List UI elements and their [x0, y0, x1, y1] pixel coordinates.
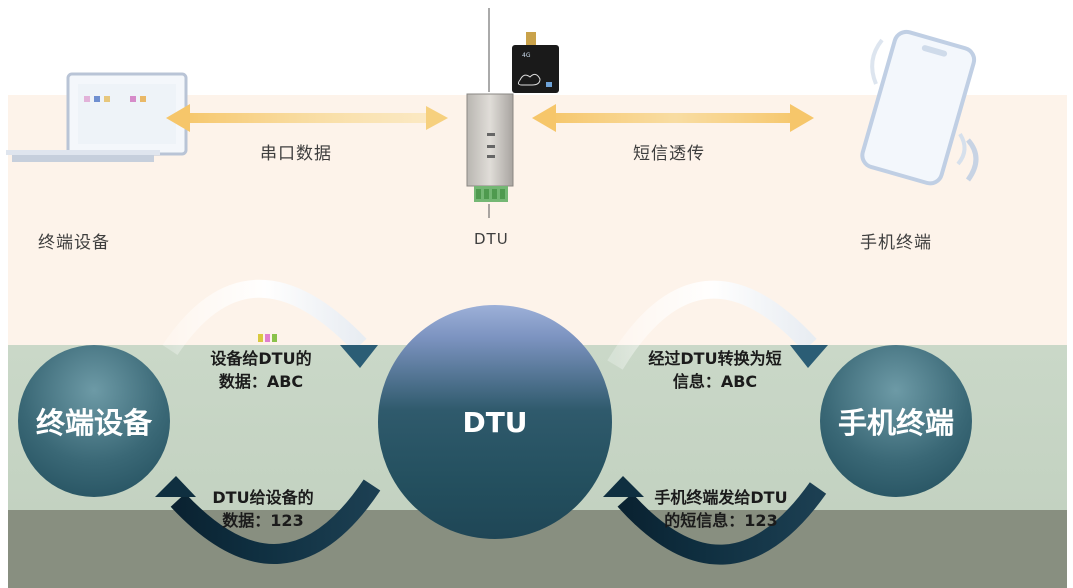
annotation-device-to-dtu: 设备给DTU的 数据：ABC	[196, 347, 326, 393]
annotation-dtu-to-device: DTU给设备的 数据：123	[198, 486, 328, 532]
left-edge	[0, 95, 8, 588]
phone-terminal-circle-label: 手机终端	[837, 406, 954, 440]
dtu-label: DTU	[474, 230, 509, 248]
sms-transparent-arrow	[532, 104, 814, 132]
right-edge	[1067, 95, 1073, 588]
annotation-line: 设备给DTU的	[210, 349, 312, 368]
annotation-line: 数据：ABC	[218, 372, 304, 391]
laptop-icon	[6, 72, 188, 162]
annotation-line: 信息：ABC	[672, 372, 758, 391]
arrow-phone-to-dtu	[603, 476, 827, 565]
svg-text:4G: 4G	[522, 52, 531, 59]
annotation-line: 手机终端发给DTU	[654, 488, 788, 507]
phone-terminal-label: 手机终端	[860, 233, 932, 253]
annotation-line: DTU给设备的	[212, 488, 314, 507]
terminal-device-circle: 终端设备	[18, 345, 170, 497]
annotation-line: 数据：123	[222, 511, 304, 530]
arrow-dtu-to-device	[155, 476, 381, 564]
dtu-circle-label: DTU	[462, 405, 528, 439]
artifact-icon	[258, 334, 277, 342]
annotation-phone-to-dtu: 手机终端发给DTU 的短信息：123	[636, 486, 806, 532]
annotation-dtu-to-phone: 经过DTU转换为短 信息：ABC	[632, 347, 798, 393]
dtu-device-icon	[466, 93, 514, 202]
dtu-circle: DTU	[378, 305, 612, 539]
gsm-module-icon: 4G	[512, 32, 559, 93]
serial-data-arrow	[166, 104, 448, 132]
arrow-dtu-to-phone	[607, 280, 828, 370]
terminal-device-circle-label: 终端设备	[35, 406, 152, 440]
smartphone-icon	[860, 29, 979, 186]
annotation-line: 经过DTU转换为短	[648, 349, 782, 368]
phone-terminal-circle: 手机终端	[820, 345, 972, 497]
serial-data-label: 串口数据	[260, 144, 332, 164]
annotation-line: 的短信息：123	[664, 511, 778, 530]
sms-transparent-label: 短信透传	[633, 144, 705, 164]
arrow-device-to-dtu	[162, 279, 378, 368]
terminal-device-label: 终端设备	[38, 233, 110, 253]
